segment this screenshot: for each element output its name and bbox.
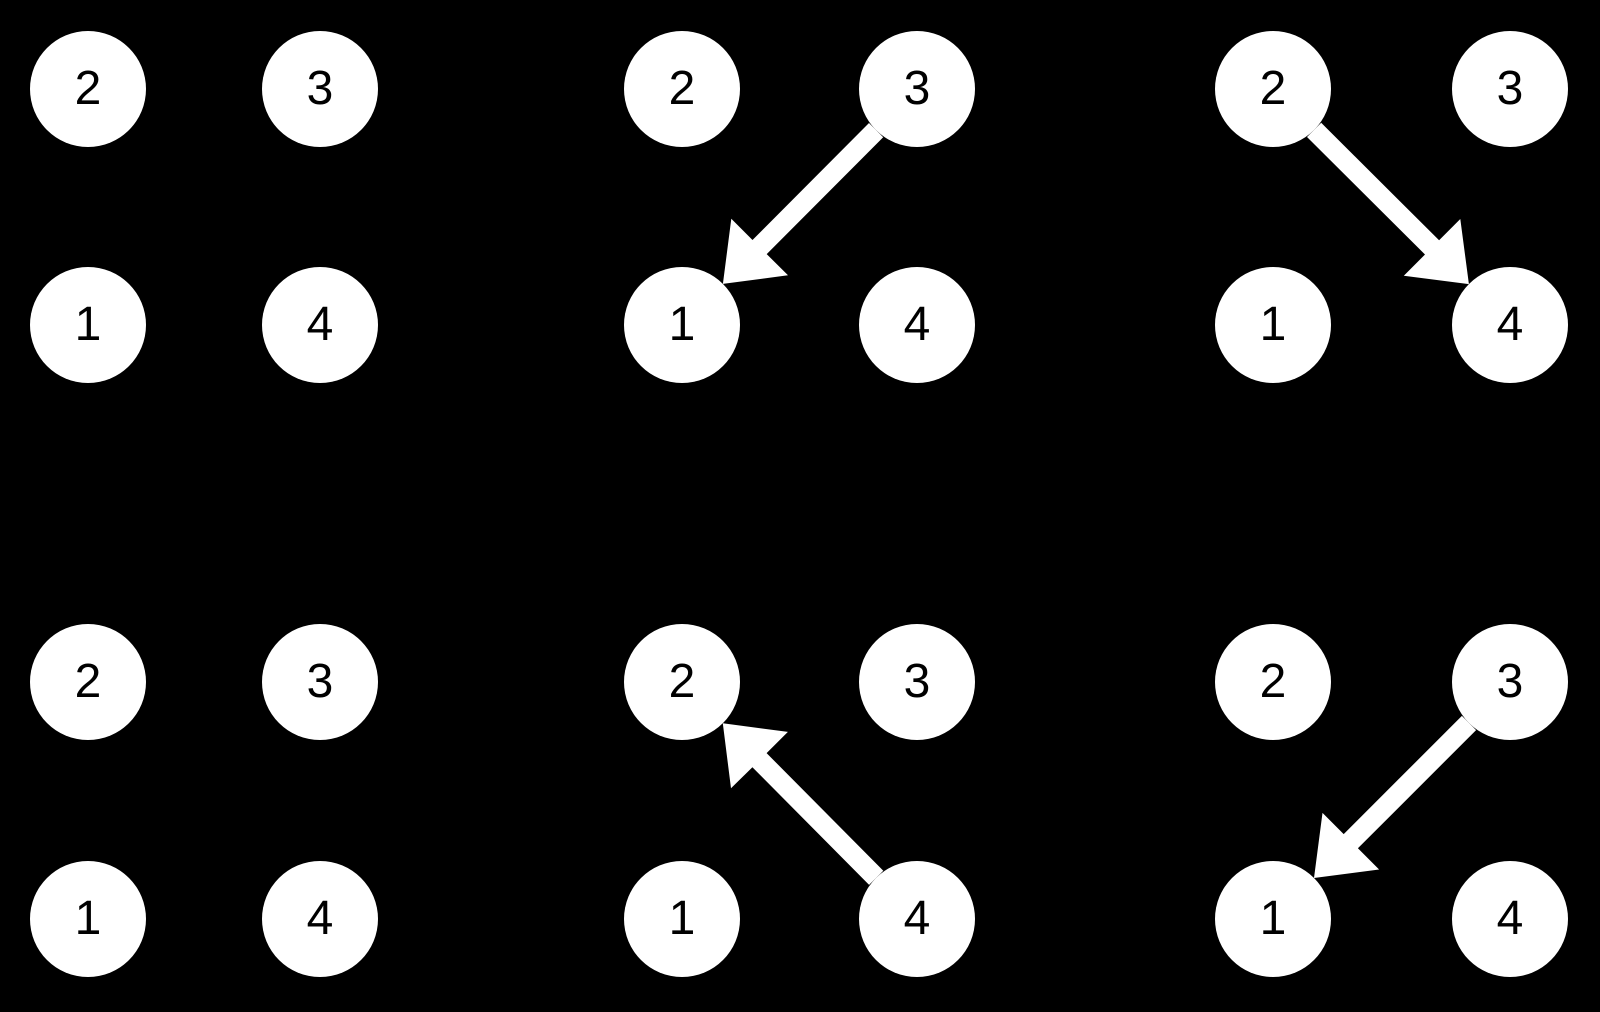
- arrow-2-to-4-icon: [1307, 122, 1469, 285]
- arrow-3-to-1-icon: [1314, 715, 1477, 878]
- arrow-3-to-1-icon: [722, 123, 884, 284]
- arrow-4-to-2-icon: [722, 723, 884, 885]
